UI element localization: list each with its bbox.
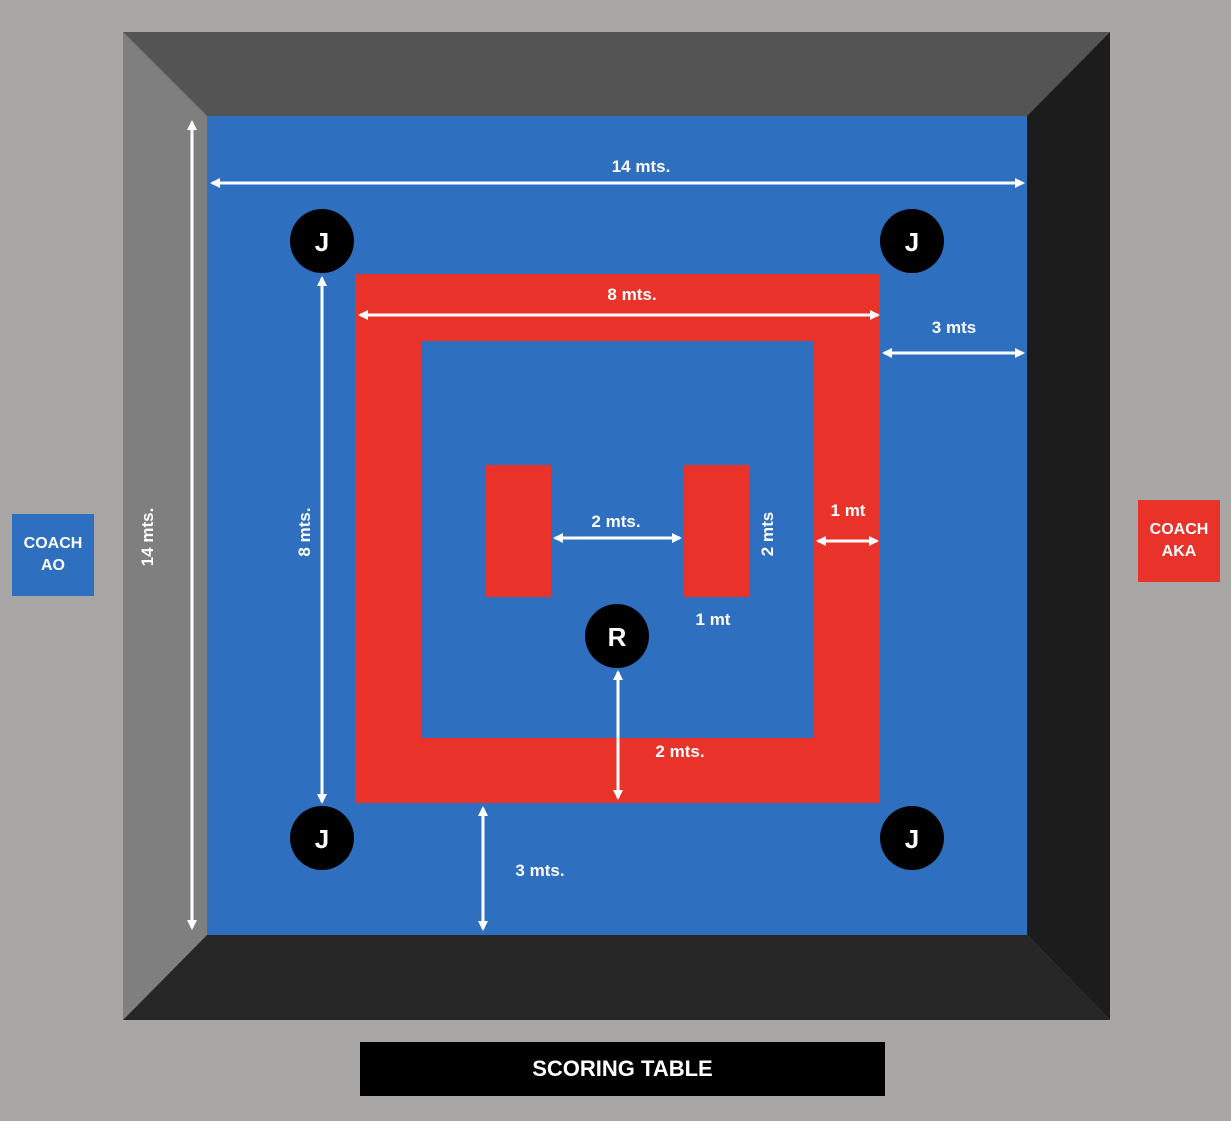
- label-margin-bottom: 3 mts.: [515, 861, 564, 880]
- referee-marker: R: [585, 604, 649, 668]
- coach-ao-box: COACH AO: [12, 514, 94, 596]
- label-center-gap: 2 mts.: [591, 512, 640, 531]
- label-margin-right: 3 mts: [932, 318, 976, 337]
- coach-ao-line2: AO: [41, 557, 65, 574]
- label-mark-height: 2 mts: [758, 512, 777, 556]
- judge-marker-top-left: J: [290, 209, 354, 273]
- judge-marker-bottom-left: J: [290, 806, 354, 870]
- coach-aka-line1: COACH: [1149, 521, 1209, 538]
- referee-label: R: [608, 622, 627, 652]
- safety-area-left: [123, 32, 207, 1020]
- judge-label: J: [315, 227, 329, 257]
- starting-mark-left: [486, 465, 551, 597]
- label-referee-distance: 2 mts.: [655, 742, 704, 761]
- label-red-border: 1 mt: [831, 501, 866, 520]
- judge-label: J: [315, 824, 329, 854]
- label-outer-height: 14 mts.: [138, 508, 157, 567]
- judge-marker-top-right: J: [880, 209, 944, 273]
- judge-marker-bottom-right: J: [880, 806, 944, 870]
- coach-aka-line2: AKA: [1161, 543, 1197, 560]
- scoring-table: SCORING TABLE: [360, 1042, 885, 1096]
- judge-label: J: [905, 824, 919, 854]
- coach-ao-line1: COACH: [23, 535, 83, 552]
- safety-area-top: [123, 32, 1110, 116]
- label-outer-width: 14 mts.: [612, 157, 671, 176]
- coach-aka-box: COACH AKA: [1138, 500, 1220, 582]
- judge-label: J: [905, 227, 919, 257]
- safety-area-bottom: [123, 935, 1110, 1020]
- label-inner-height: 8 mts.: [295, 507, 314, 556]
- starting-mark-right: [684, 465, 749, 597]
- label-inner-width: 8 mts.: [607, 285, 656, 304]
- label-mark-width: 1 mt: [696, 610, 731, 629]
- safety-area-right: [1027, 32, 1110, 1020]
